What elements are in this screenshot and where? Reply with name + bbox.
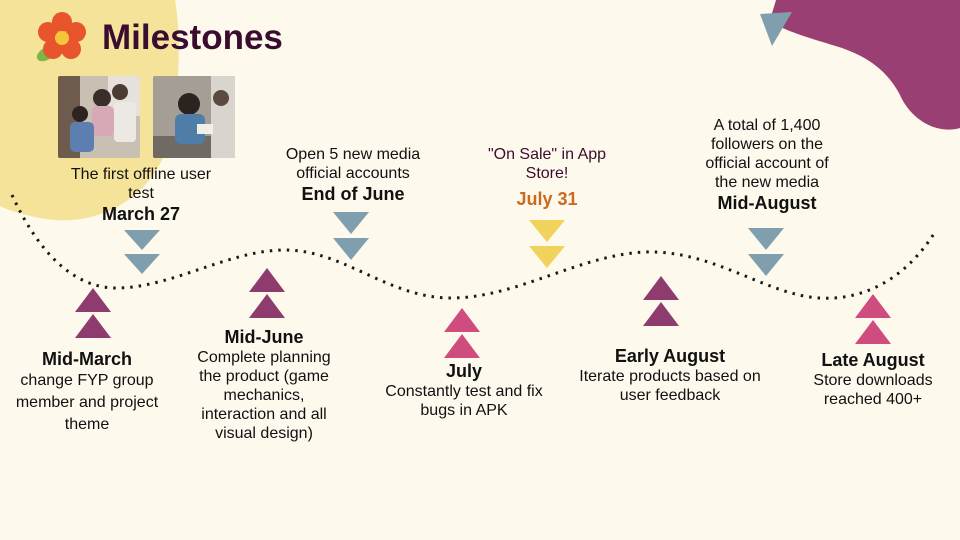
marker-july-31-b xyxy=(529,246,565,268)
timeline-wave xyxy=(10,194,937,300)
marker-mid-march-b xyxy=(75,314,111,338)
photo-offline-test-2 xyxy=(153,76,235,158)
marker-march-27-b xyxy=(124,254,160,274)
marker-early-august xyxy=(643,276,679,300)
milestone-date: July xyxy=(445,361,483,381)
marker-july-b xyxy=(444,334,480,358)
milestone-date: March 27 xyxy=(101,204,181,224)
milestone-desc: Open 5 new media official accounts xyxy=(285,146,421,182)
milestone-late-august: Late August Store downloads reached 400+ xyxy=(800,349,946,409)
marker-july xyxy=(444,308,480,332)
milestone-end-of-june: Open 5 new media official accounts End o… xyxy=(272,145,434,205)
milestone-date: Late August xyxy=(821,350,925,370)
milestone-date: July 31 xyxy=(516,189,578,209)
marker-mid-march xyxy=(75,288,111,312)
milestone-desc: A total of 1,400 followers on the offici… xyxy=(705,117,829,191)
milestone-desc: Complete planning the product (game mech… xyxy=(197,349,331,442)
milestone-march-27: The first offline user test March 27 xyxy=(70,165,212,225)
marker-early-august-b xyxy=(643,302,679,326)
milestone-desc: Iterate products based on user feedback xyxy=(579,368,761,404)
milestone-mid-june: Mid-June Complete planning the product (… xyxy=(188,326,340,443)
milestone-mid-august: A total of 1,400 followers on the offici… xyxy=(692,116,842,214)
purple-blob xyxy=(770,0,960,130)
page-title: Milestones xyxy=(102,18,283,57)
marker-late-august-b xyxy=(855,320,891,344)
milestone-desc: Store downloads reached 400+ xyxy=(813,372,933,408)
milestone-desc: The first offline user test xyxy=(70,166,212,202)
flower-logo-icon xyxy=(36,12,86,62)
marker-late-august xyxy=(855,294,891,318)
milestone-desc: "On Sale" in App Store! xyxy=(487,146,607,182)
milestone-july: July Constantly test and fix bugs in APK xyxy=(372,360,556,420)
marker-march-27 xyxy=(124,230,160,250)
milestone-desc: Constantly test and fix bugs in APK xyxy=(385,383,543,419)
marker-mid-august xyxy=(748,228,784,250)
teal-corner-triangle xyxy=(760,12,792,46)
marker-mid-june xyxy=(249,268,285,292)
marker-july-31 xyxy=(529,220,565,242)
milestone-date: Mid-March xyxy=(42,349,132,369)
milestone-date: Early August xyxy=(614,346,726,366)
marker-mid-august-b xyxy=(748,254,784,276)
milestone-date: Mid-June xyxy=(224,327,304,347)
photo-offline-test-1 xyxy=(58,76,140,158)
milestone-date: End of June xyxy=(301,184,405,204)
marker-mid-june-b xyxy=(249,294,285,318)
milestone-july-31: "On Sale" in App Store! July 31 xyxy=(472,145,622,210)
milestone-mid-march: Mid-March change FYP group member and pr… xyxy=(12,348,162,436)
milestone-desc: change FYP group member and project them… xyxy=(15,372,159,433)
milestone-date: Mid-August xyxy=(717,193,817,213)
marker-end-of-june xyxy=(333,212,369,234)
marker-end-of-june-b xyxy=(333,238,369,260)
milestone-early-august: Early August Iterate products based on u… xyxy=(578,345,762,405)
